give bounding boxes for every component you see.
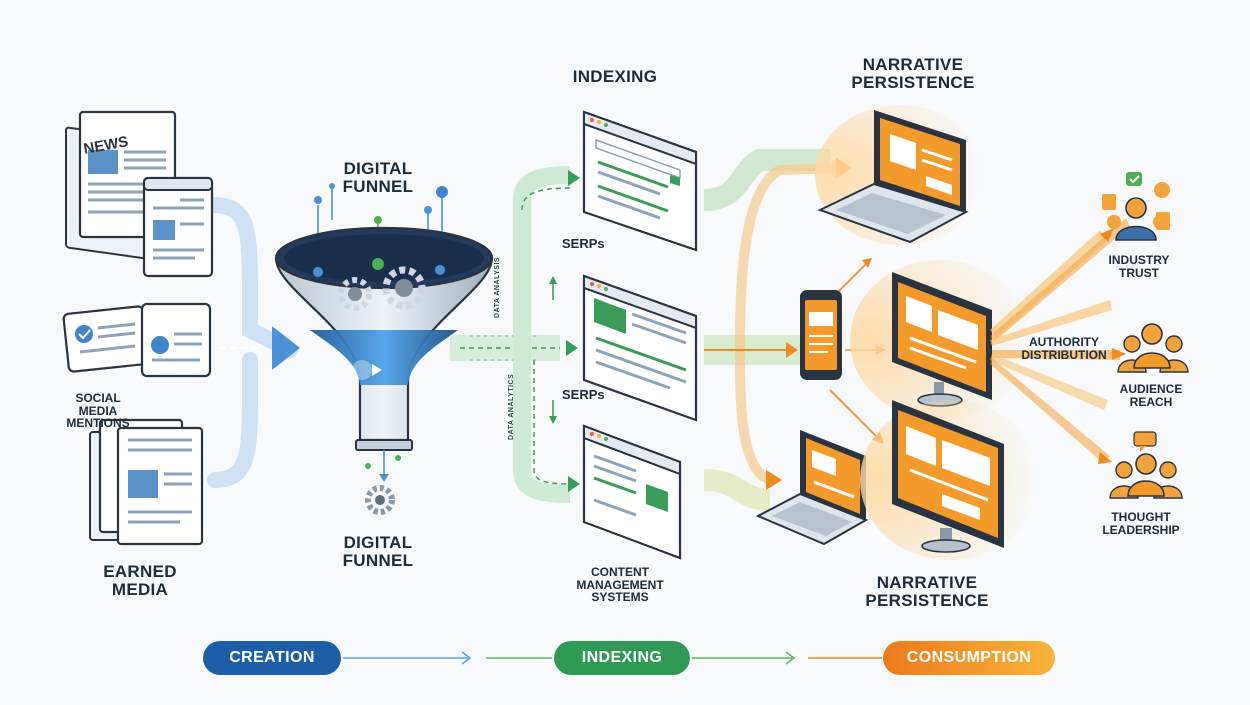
thought-leadership-people-icon [1109, 431, 1183, 499]
smartphone [800, 290, 842, 380]
social-media-mentions-label: SOCIAL MEDIA MENTIONS [66, 391, 130, 431]
digital-funnel-graphic [274, 183, 494, 482]
laptop-top [815, 105, 985, 245]
cms-browser-window [582, 424, 682, 560]
desktop-monitor-middle [850, 260, 1030, 420]
stage-connector-lines [343, 651, 882, 665]
narrative-persistence-bottom-label: NARRATIVE PERSISTENCE [865, 573, 989, 610]
chat-bubble-icon [140, 302, 212, 378]
earned-media-label: EARNED MEDIA [103, 562, 177, 599]
serps-label-2: SERPs [562, 387, 605, 402]
thought-leadership-label: THOUGHT LEADERSHIP [1102, 510, 1180, 537]
outcome-rays [990, 218, 1130, 464]
funnel-to-indexing-arrows [450, 166, 580, 503]
gear-icon [365, 485, 395, 515]
browser-article-icon [142, 176, 214, 278]
creation-flow-arrows [204, 197, 300, 488]
indexing-stage-pill: INDEXING [554, 641, 690, 675]
digital-funnel-bottom-label: DIGITAL FUNNEL [342, 533, 414, 570]
indexing-header-label: INDEXING [572, 67, 658, 86]
earned-media-docs-icon [89, 418, 204, 546]
creation-arrow-head [272, 326, 300, 370]
audience-reach-label: AUDIENCE REACH [1119, 382, 1183, 409]
serp-browser-window-2 [582, 274, 698, 422]
authority-distribution-label: AUTHORITY DISTRIBUTION [1021, 335, 1107, 362]
industry-trust-people-icon [1102, 172, 1170, 241]
narrative-persistence-top-label: NARRATIVE PERSISTENCE [851, 55, 975, 92]
audience-reach-people-icon [1117, 323, 1189, 373]
laptop-bottom [755, 430, 869, 546]
data-analytics-vertical-label: DATA ANALYTICS [508, 373, 515, 440]
digital-funnel-top-label: DIGITAL FUNNEL [342, 159, 414, 196]
social-post-icon [62, 305, 150, 373]
data-analysis-vertical-label: DATA ANALYSIS [494, 256, 501, 318]
serp-browser-window-1 [582, 110, 698, 252]
cms-label: CONTENT MANAGEMENT SYSTEMS [576, 565, 664, 605]
serps-label-1: SERPs [562, 236, 605, 251]
industry-trust-label: INDUSTRY TRUST [1108, 253, 1170, 280]
consumption-stage-pill: CONSUMPTION [883, 641, 1055, 675]
indexing-to-consumption-arrows [703, 149, 886, 511]
desktop-monitor-bottom [860, 400, 1040, 560]
creation-stage-pill: CREATION [203, 641, 341, 675]
